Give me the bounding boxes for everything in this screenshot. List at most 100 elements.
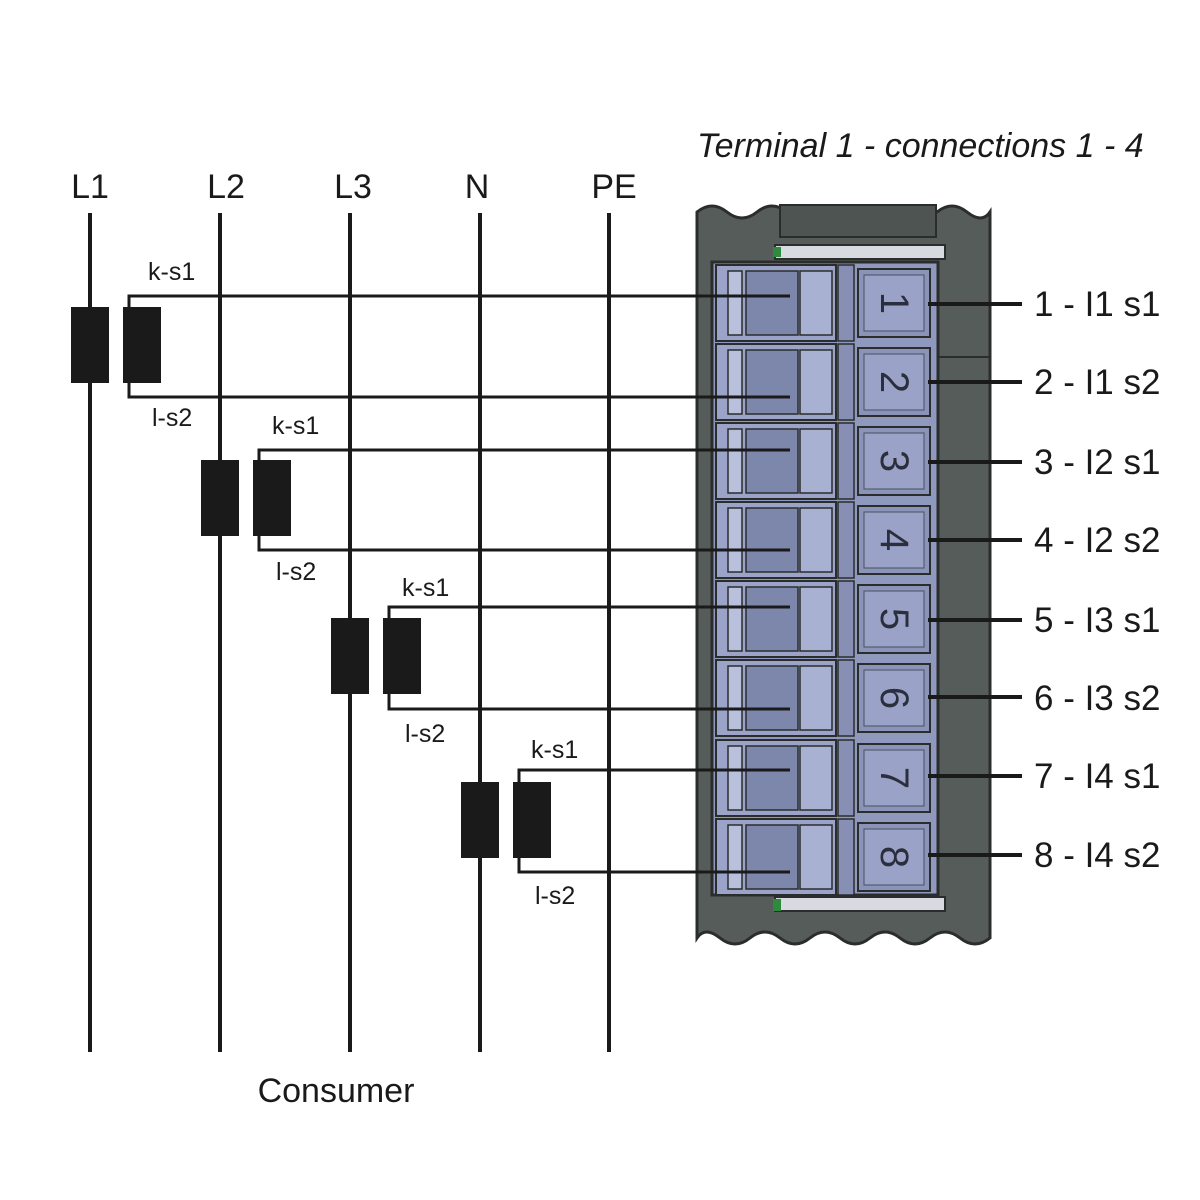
slot-separator: [837, 739, 855, 817]
current-transformer: k-s1 l-s2: [461, 736, 790, 910]
slot-separator: [837, 264, 855, 342]
clamp-lever: [799, 665, 833, 731]
clamp-lever: [799, 507, 833, 573]
ct-l-wire: [127, 383, 790, 399]
clamp-lever: [799, 270, 833, 336]
current-transformer: k-s1l-s2: [201, 412, 790, 586]
clamp-wire-entry: [745, 507, 799, 573]
ct-k-label: k-s1: [148, 258, 195, 286]
terminal-top-rail: [774, 244, 946, 260]
slot-separator: [837, 580, 855, 658]
terminal-label: 6 - I3 s2: [1034, 679, 1160, 718]
clamp-inner-left: [727, 428, 743, 494]
ct-winding: [383, 618, 421, 694]
clamp-wire-entry: [745, 586, 799, 652]
clamp-inner-left: [727, 824, 743, 890]
terminal-slot: 6 6 - I3 s2: [715, 659, 1160, 737]
clamp-wire-entry: [745, 349, 799, 415]
diagram-title: Terminal 1 - connections 1 - 4: [697, 127, 1144, 165]
terminal-label: 4 - I2 s2: [1034, 521, 1160, 560]
terminal-number: 7: [872, 767, 916, 789]
ct-k-wire: [387, 605, 790, 618]
consumer-label: Consumer: [258, 1072, 415, 1110]
number-tile-face: [863, 590, 925, 648]
led-bottom: [773, 899, 781, 911]
terminal-number: 4: [872, 529, 916, 551]
terminal-number: 8: [872, 846, 916, 868]
housing-top-notch: [779, 204, 937, 238]
current-transformer: k-s1 l-s2: [71, 258, 790, 432]
terminal-label: 8 - I4 s2: [1034, 836, 1160, 875]
clamp-lever: [799, 824, 833, 890]
ct-k-wire: [127, 294, 790, 307]
conductor-label-l3: L3: [334, 168, 372, 206]
conductor-label-l2: L2: [207, 168, 245, 206]
number-tile-face: [863, 828, 925, 886]
clamp-lever: [799, 349, 833, 415]
ct-winding: [253, 460, 291, 536]
ct-k-wire: [517, 768, 790, 782]
terminal-label: 7 - I4 s1: [1034, 757, 1160, 796]
terminal-number: 6: [872, 687, 916, 709]
terminal-bottom-rail: [774, 896, 946, 912]
clamp-wire-entry: [745, 270, 799, 336]
ct-core: [331, 618, 369, 694]
number-tile-face: [863, 432, 925, 490]
clamp-inner-left: [727, 270, 743, 336]
ct-winding: [513, 782, 551, 858]
terminal-slot: 7 7 - I4 s1: [715, 739, 1160, 817]
terminal-number: 1: [872, 292, 916, 314]
terminal-number: 2: [872, 371, 916, 393]
ct-k-label: k-s1: [531, 736, 578, 764]
ct-l-label: l-s2: [405, 720, 445, 748]
ct-l-label: l-s2: [152, 404, 192, 432]
clamp-wire-entry: [745, 665, 799, 731]
terminal-label: 3 - I2 s1: [1034, 443, 1160, 482]
number-tile-face: [863, 353, 925, 411]
clamp-wire-entry: [745, 745, 799, 811]
ct-core: [461, 782, 499, 858]
clamp-lever: [799, 428, 833, 494]
ct-l-wire: [387, 694, 790, 711]
ct-core: [71, 307, 109, 383]
ct-l-wire: [517, 858, 790, 874]
clamp-inner-left: [727, 586, 743, 652]
clamp-lever: [799, 586, 833, 652]
clamp-lever: [799, 745, 833, 811]
number-tile-face: [863, 669, 925, 727]
number-tile-face: [863, 274, 925, 332]
conductor-label-l1: L1: [71, 168, 109, 206]
number-tile-face: [863, 511, 925, 569]
terminal-slot: 8 8 - I4 s2: [715, 818, 1160, 896]
terminal-number: 5: [872, 608, 916, 630]
terminal-label: 5 - I3 s1: [1034, 601, 1160, 640]
slot-separator: [837, 659, 855, 737]
clamp-inner-left: [727, 349, 743, 415]
terminal-label: 1 - I1 s1: [1034, 285, 1160, 324]
terminal-slot: 1 1 - I1 s1: [715, 264, 1160, 342]
terminal-slot: 2 2 - I1 s2: [715, 343, 1160, 421]
clamp-inner-left: [727, 665, 743, 731]
terminal-label: 2 - I1 s2: [1034, 363, 1160, 402]
slot-separator: [837, 343, 855, 421]
conductor-label-n: N: [465, 168, 490, 206]
conductor-label-pe: PE: [591, 168, 636, 206]
terminal-slot: 4 4 - I2 s2: [715, 501, 1160, 579]
clamp-wire-entry: [745, 428, 799, 494]
clamp-inner-left: [727, 507, 743, 573]
ct-winding: [123, 307, 161, 383]
ct-k-label: k-s1: [402, 574, 449, 602]
ct-k-wire: [257, 448, 790, 460]
clamp-wire-entry: [745, 824, 799, 890]
terminal-slot: 5 5 - I3 s1: [715, 580, 1160, 658]
slot-separator: [837, 422, 855, 500]
slot-separator: [837, 501, 855, 579]
slot-separator: [837, 818, 855, 896]
ct-l-label: l-s2: [535, 882, 575, 910]
ct-core: [201, 460, 239, 536]
